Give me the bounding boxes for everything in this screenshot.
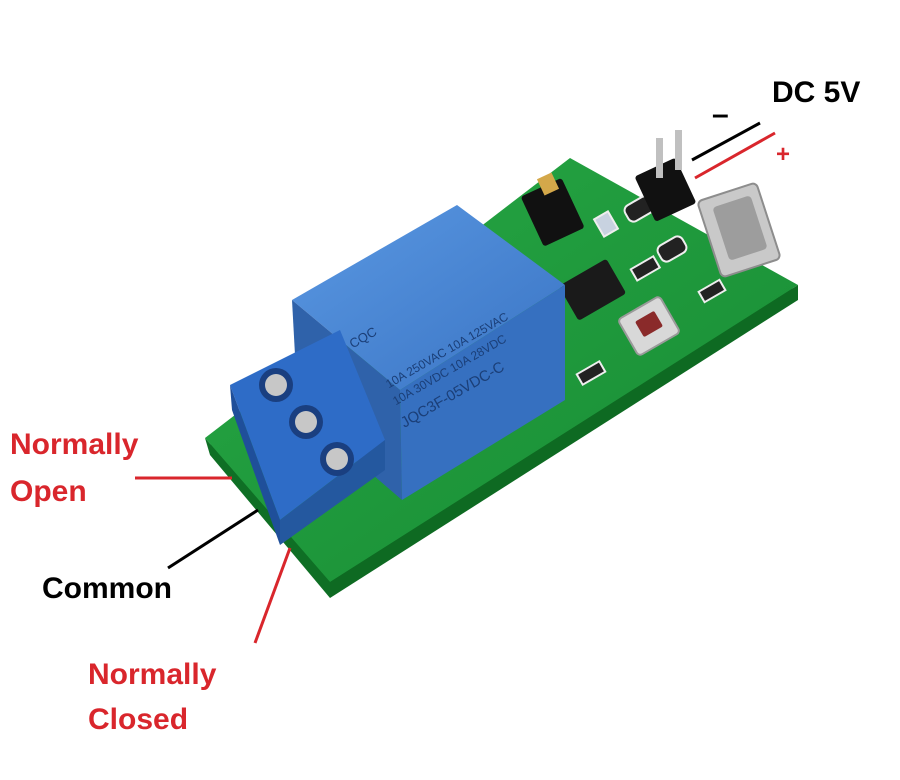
screw-terminal-block [230,330,385,545]
normally-closed-label-line2: Closed [88,703,189,736]
dc-voltage-label: DC 5V [772,76,861,109]
normally-closed-label-line1: Normally [88,658,217,691]
jumper-header [521,172,584,246]
dc-minus-line [691,121,761,162]
common-label: Common [42,572,172,605]
power-pin-header [635,130,696,221]
normally-closed-line [253,547,292,644]
dc-plus-line [694,131,776,180]
leader-lines [135,121,776,644]
plus-pin-label: + [776,141,791,168]
ir-receiver [697,182,781,278]
push-button [618,296,680,356]
smd-components [559,195,727,387]
minus-pin-label: – [712,98,729,131]
normally-open-label-line2: Open [10,475,87,508]
normally-open-label-line1: Normally [10,428,139,461]
common-line [167,508,259,570]
